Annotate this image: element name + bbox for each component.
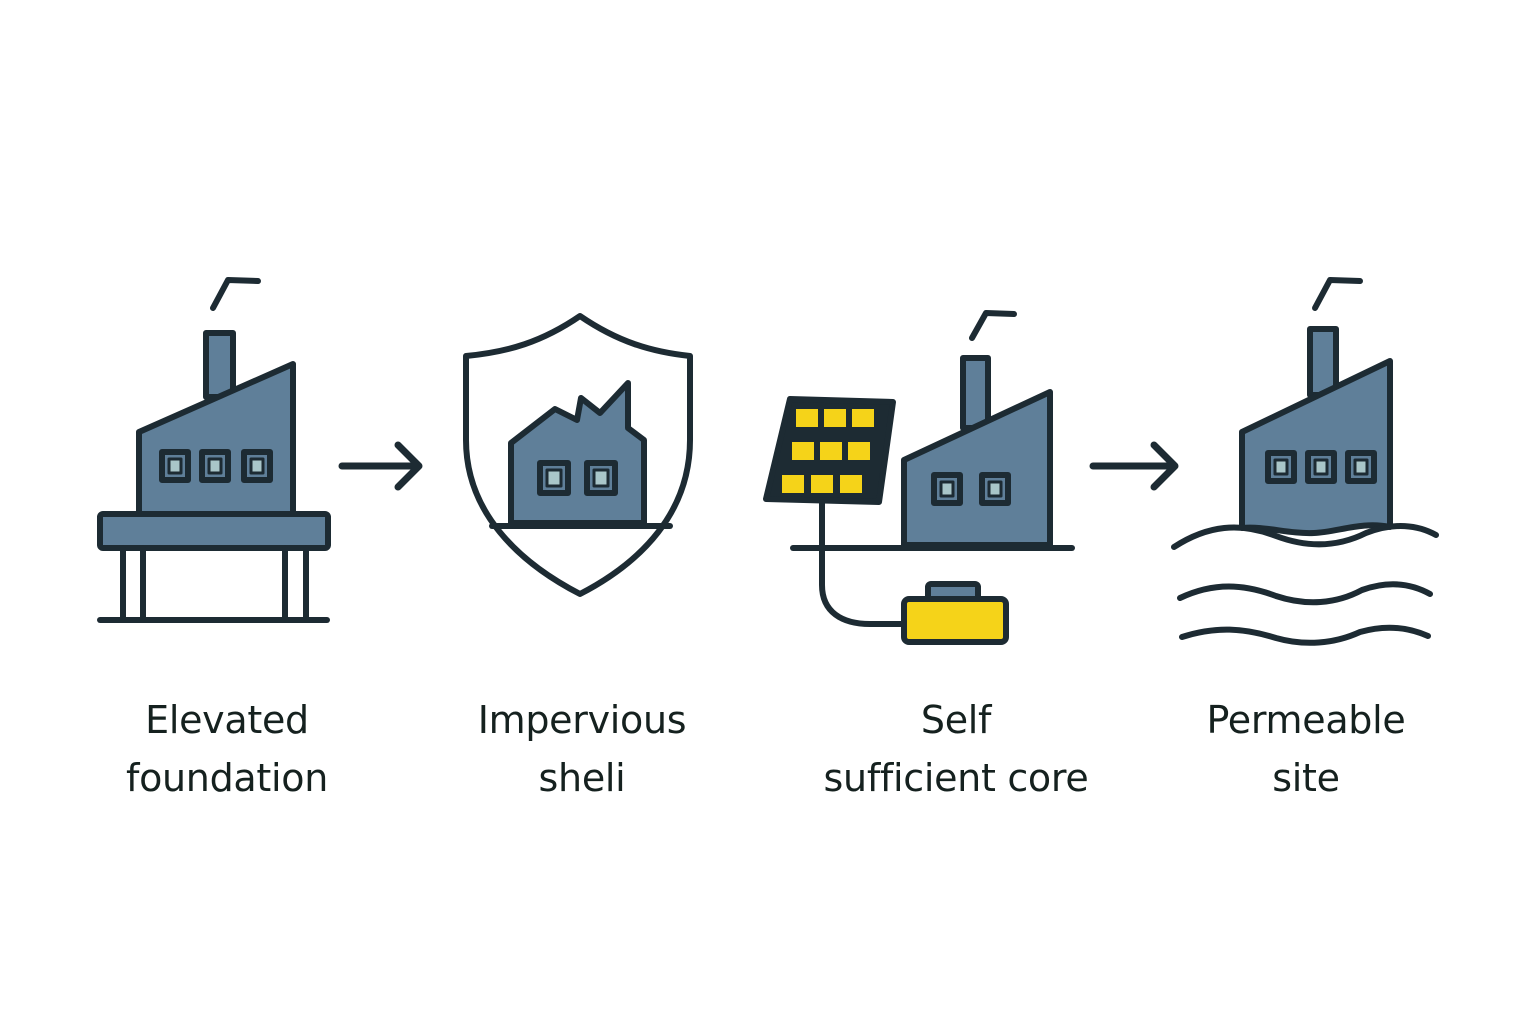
step-label-line: Permeable — [1206, 698, 1406, 742]
solar-cells — [782, 409, 874, 493]
step-label-line: sufficient core — [823, 756, 1089, 800]
step-label-line: site — [1272, 756, 1340, 800]
solar-powered-factory-icon — [763, 310, 1075, 645]
flooded-factory-icon — [1171, 277, 1439, 646]
arrow-icon — [338, 441, 423, 491]
step-label-line: Self — [920, 698, 992, 742]
shielded-factory-icon — [463, 313, 693, 597]
arrow-icon — [1089, 441, 1179, 491]
step-label-self-sufficient-core: Self sufficient core — [786, 691, 1126, 807]
elevated-factory-icon — [97, 277, 331, 623]
step-label-line: Impervious — [477, 698, 687, 742]
step-label-permeable-site: Permeable site — [1136, 691, 1476, 807]
step-label-impervious-shell: Impervious sheli — [412, 691, 752, 807]
step-label-elevated-foundation: Elevated foundation — [57, 691, 397, 807]
step-label-line: Elevated — [145, 698, 309, 742]
step-label-line: sheli — [538, 756, 626, 800]
step-label-line: foundation — [126, 756, 328, 800]
